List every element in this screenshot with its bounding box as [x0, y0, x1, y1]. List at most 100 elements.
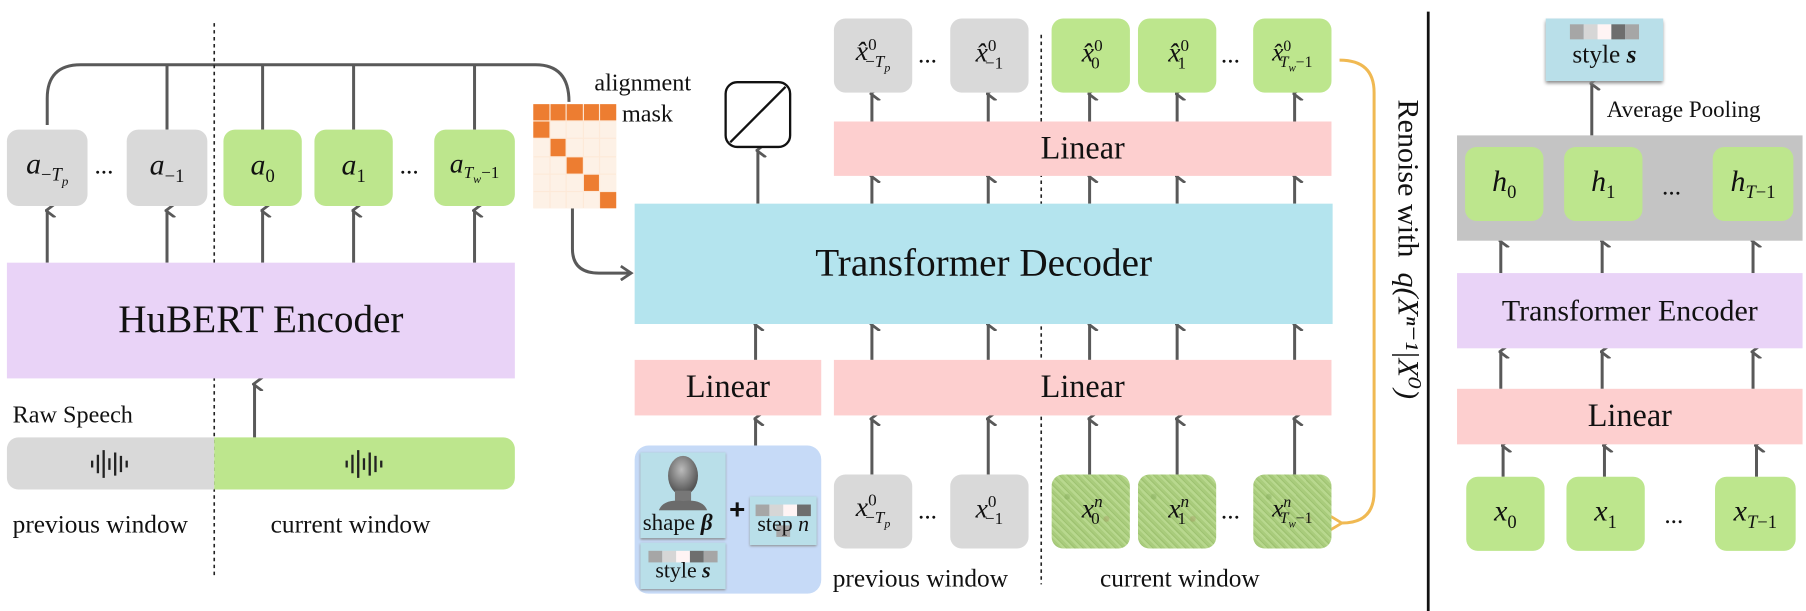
input-prev-last: x0−1 [950, 474, 1029, 549]
ellipsis: ... [94, 150, 114, 180]
current-window-label: current window [270, 509, 431, 539]
transformer-decoder: Transformer Decoder [634, 203, 1333, 325]
ellipsis: ... [1664, 499, 1684, 529]
mask-cell [600, 139, 617, 156]
mask-cell [550, 121, 566, 139]
audio-feature-label: a−Tp [26, 146, 69, 189]
hidden-state-last: hT−1 [1712, 146, 1794, 222]
mask-cell [600, 191, 617, 209]
mask-cell [550, 156, 566, 174]
mask-cell [550, 139, 566, 156]
style-linear-layer: Linear [1457, 388, 1803, 445]
audio-bracket-connector [45, 63, 571, 125]
style-input-0: x0 [1466, 476, 1545, 551]
noisy-input-last: xnTw−1 [1253, 474, 1332, 549]
raw-speech-label: Raw Speech [12, 400, 133, 429]
style-input-last: xT−1 [1715, 476, 1796, 551]
mask-cell [550, 191, 566, 209]
ellipsis: ... [917, 39, 937, 69]
embedding-swatch [1611, 24, 1626, 40]
embedding-swatch [676, 550, 690, 563]
style-label: style s [655, 558, 711, 584]
alignment-mask-grid [533, 104, 617, 209]
input-prev-first: x0−Tp [833, 474, 913, 549]
normalize-icon [724, 81, 792, 149]
mask-cell [583, 156, 600, 174]
embedding-swatch [1569, 24, 1584, 40]
noisy-input-0: xn0 [1051, 474, 1130, 549]
ellipsis: ... [1220, 39, 1240, 69]
audio-feature-current-last: aTw−1 [434, 129, 515, 206]
mask-cell [600, 121, 617, 139]
step-label: step n [757, 512, 810, 537]
mask-cell [566, 104, 583, 121]
mask-cell [566, 139, 583, 156]
step-card: step n [749, 496, 817, 546]
hubert-encoder: HuBERT Encoder [6, 262, 515, 379]
alignment-mask-label-line2: mask [621, 99, 674, 128]
embedding-swatch [689, 550, 704, 563]
audio-waveform-icon [344, 449, 382, 478]
plus-sign: + [729, 494, 746, 526]
style-output-card: style s [1545, 18, 1664, 82]
embedding-swatch [648, 550, 663, 563]
renoise-annotation: Renoise with q(Xⁿ⁻¹|X⁰) [1386, 100, 1427, 482]
audio-feature-current-1: a1 [314, 129, 393, 206]
mask-cell [533, 121, 549, 139]
renoise-text: Renoise with q(Xⁿ⁻¹|X⁰) [1391, 99, 1425, 400]
mask-cell [550, 104, 566, 121]
output-prev-last: x̂0−1 [950, 18, 1029, 93]
audio-feature-prev-first: a−Tp [6, 129, 88, 206]
ellipsis: ... [1220, 495, 1240, 525]
audio-waveform-icon [90, 449, 128, 478]
mask-cell [583, 174, 600, 191]
mask-cell [600, 156, 617, 174]
input-linear-layer: Linear [833, 359, 1332, 416]
style-output-label: style s [1572, 39, 1637, 69]
transformer-encoder: Transformer Encoder [1457, 273, 1803, 349]
mask-cell [533, 191, 549, 209]
face-mesh-icon [658, 455, 708, 511]
output-current-1: x̂01 [1137, 18, 1217, 93]
mask-cell [583, 191, 600, 209]
embedding-swatch [755, 504, 770, 517]
audio-feature-prev-last: a−1 [126, 129, 208, 206]
renoise-connector [1340, 58, 1376, 523]
mask-cell [583, 104, 600, 121]
style-card: style s [640, 542, 726, 590]
output-current-0: x̂00 [1051, 18, 1130, 93]
alignment-mask-label-line1: alignment [594, 68, 692, 97]
previous-window-label: previous window [832, 563, 1009, 593]
embedding-swatch [1625, 24, 1640, 40]
hidden-state-1: h1 [1564, 146, 1643, 222]
embedding-swatch [769, 504, 784, 517]
embedding-swatch [1583, 24, 1598, 40]
mask-cell [566, 174, 583, 191]
embedding-swatch [1597, 24, 1612, 40]
audio-feature-current-0: a0 [223, 129, 302, 206]
embedding-swatch [703, 550, 718, 563]
raw-speech-previous-window [6, 437, 215, 490]
current-window-label: current window [1099, 563, 1260, 593]
previous-window-label: previous window [12, 509, 188, 539]
mask-cell [583, 121, 600, 139]
shape-card: shape β [640, 452, 726, 539]
mask-cell [600, 104, 617, 121]
mask-cell [550, 174, 566, 191]
mask-cell [566, 191, 583, 209]
condition-linear-layer: Linear [634, 359, 822, 416]
style-embedding-swatches [1546, 24, 1663, 40]
embedding-swatch [797, 504, 811, 517]
style-input-1: x1 [1566, 476, 1645, 551]
step-embedding-swatches [750, 501, 817, 537]
shape-label: shape β [642, 510, 713, 536]
output-current-last: x̂0Tw−1 [1253, 18, 1332, 93]
mask-cell [566, 156, 583, 174]
mask-cell [533, 156, 549, 174]
mask-cell [600, 174, 617, 191]
top-linear-layer: Linear [833, 121, 1332, 176]
output-prev-first: x̂0−Tp [833, 18, 913, 93]
noisy-input-1: xn1 [1137, 474, 1217, 549]
mask-cell [533, 174, 549, 191]
